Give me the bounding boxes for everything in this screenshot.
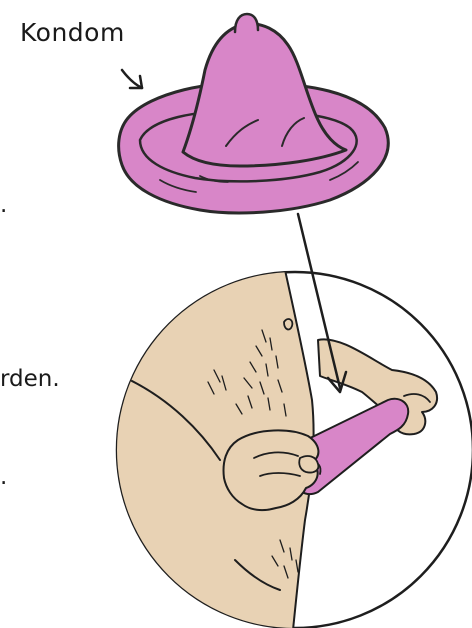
condom-label: Kondom (20, 18, 125, 47)
condom-tip (235, 14, 258, 32)
condom-figure (119, 14, 389, 213)
fingertip (299, 456, 318, 473)
label-arrow (122, 70, 142, 88)
application-scene (100, 270, 472, 628)
